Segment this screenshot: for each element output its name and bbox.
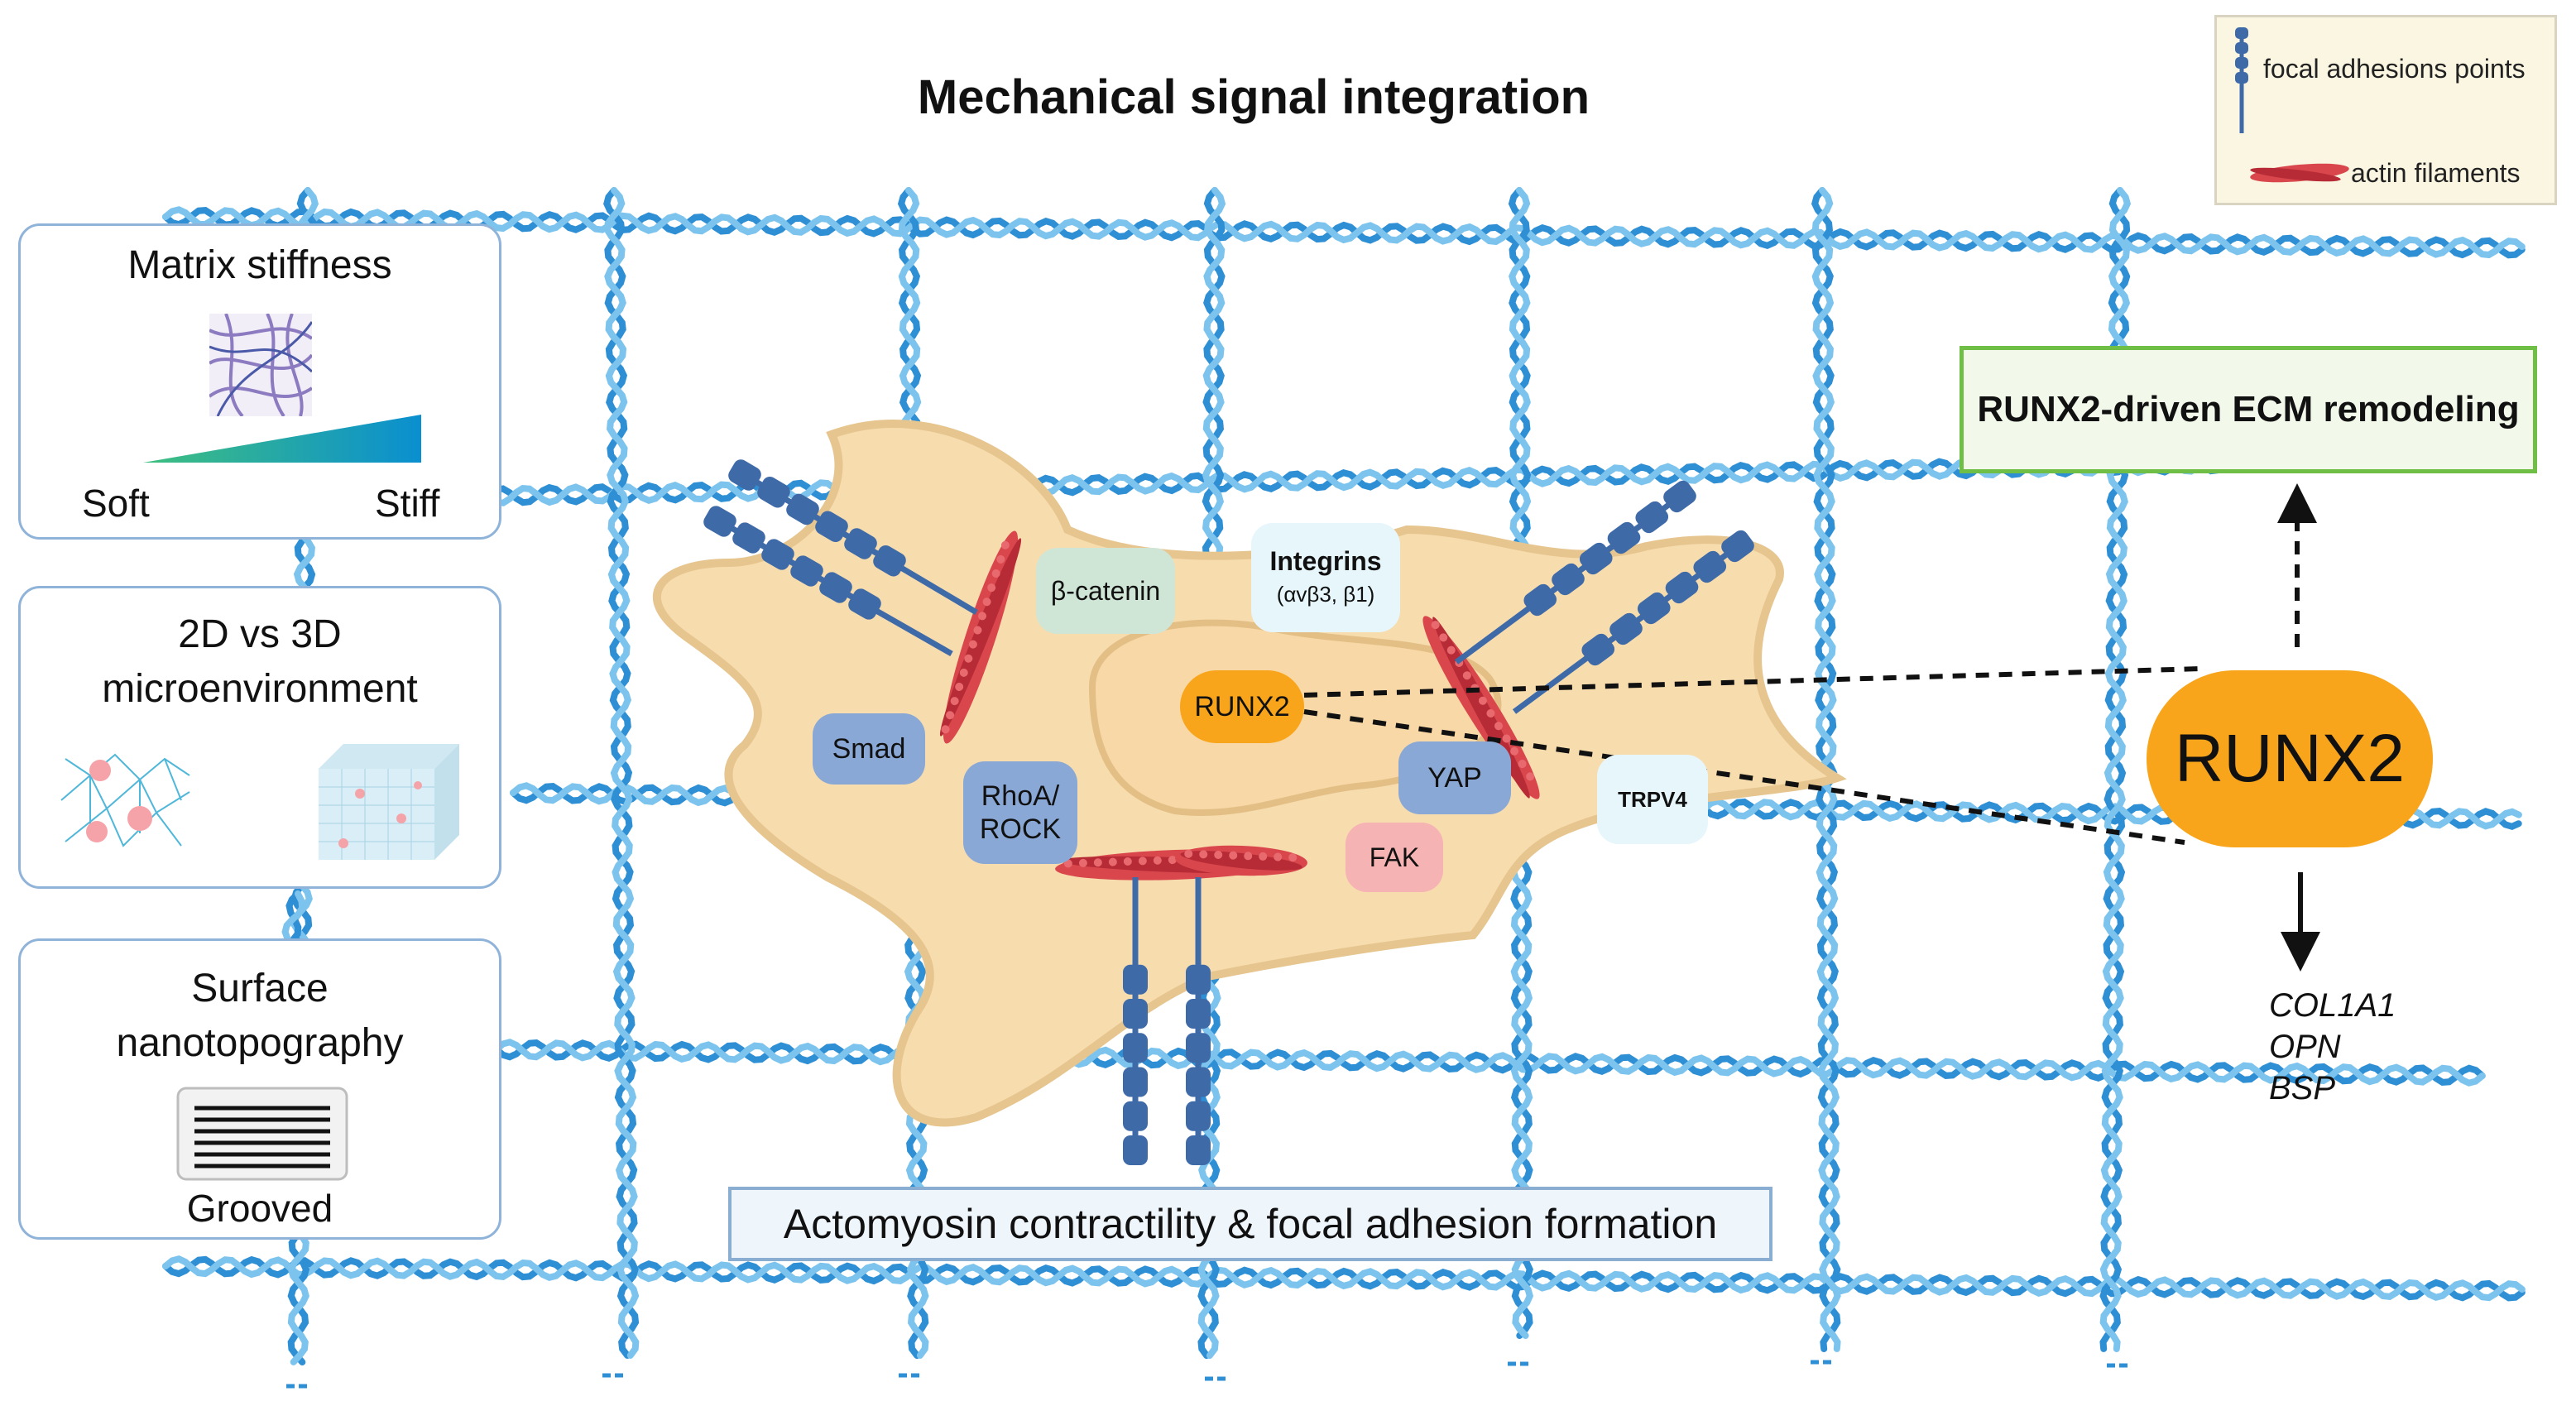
legend-focal-adhesion-label: focal adhesions points [2263,54,2526,84]
connector-runx2-to-main-top [1303,666,2202,698]
ecm-fiber-horizontal-3 [493,1039,2486,1087]
rock-label: ROCK [979,813,1062,845]
trpv4-node: TRPV4 [1597,755,1708,844]
smad-node: Smad [813,713,925,785]
integrins-node: Integrins (αvβ3, β1) [1251,523,1400,632]
actomyosin-caption-box: Actomyosin contractility & focal adhesio… [728,1187,1772,1261]
ecm-fiber-horizontal-0 [162,206,2526,259]
focal-adhesion-bottom-2 [1186,877,1211,1165]
panel-matrix-stiffness: Matrix stiffness Soft Stiff [18,223,501,540]
gene-bsp: BSP [2269,1070,2336,1106]
soft-label: Soft [82,482,150,525]
fiber-matrix-icon [209,314,312,416]
actin-filament-left [939,530,1022,744]
focal-adhesion-upper-left-2 [703,506,953,657]
legend-icons [2235,27,2349,183]
focal-adhesion-bottom-1 [1123,877,1148,1165]
diagram-title: Mechanical signal integration [917,70,1590,124]
panel-stiffness-title: Matrix stiffness [127,243,392,287]
actin-filament-bottom-right [1175,845,1307,876]
integrins-subtypes: (αvβ3, β1) [1276,582,1375,607]
panel-surface-nanotopography: Surface nanotopography Grooved [18,938,501,1240]
integrins-label: Integrins [1269,546,1382,576]
focal-adhesion-upper-right-2 [1512,530,1754,714]
connector-runx2-to-main-bottom [1303,709,2185,845]
grooved-surface-icon [176,1087,348,1181]
stiffness-gradient-wedge [143,415,421,463]
rhoa-rock-node: RhoA/ ROCK [963,761,1077,864]
fak-node: FAK [1346,823,1443,892]
runx2-nuclear-node: RUNX2 [1180,670,1304,743]
2d-culture-icon [60,753,190,847]
gene-col1a1: COL1A1 [2269,987,2396,1024]
beta-catenin-node: β-catenin [1036,548,1175,634]
focal-adhesion-upper-right-1 [1454,480,1696,665]
panel-2d-vs-3d: 2D vs 3D microenvironment [18,586,501,889]
target-gene-list: COL1A1 OPN BSP [2269,985,2396,1109]
runx2-main-node: RUNX2 [2147,670,2433,847]
panel-nano-title-line1: Surface [191,967,329,1010]
ecm-fiber-horizontal-4 [162,1255,2526,1302]
panel-2d3d-title-line1: 2D vs 3D [178,612,342,656]
legend-actin-label: actin filaments [2351,158,2521,188]
ecm-fiber-vertical-1 [603,187,640,1359]
stiff-label: Stiff [375,482,440,525]
grooved-label: Grooved [186,1187,333,1230]
gene-opn: OPN [2269,1029,2341,1065]
ecm-fiber-stub [281,890,306,943]
3d-culture-icon [319,744,459,860]
panel-nano-title-line2: nanotopography [116,1021,404,1065]
yap-node: YAP [1398,741,1511,814]
legend-box: focal adhesions points actin filaments [2214,15,2557,205]
ecm-remodeling-box: RUNX2-driven ECM remodeling [1960,346,2537,473]
panel-2d3d-title-line2: microenvironment [102,667,418,711]
focal-adhesion-upper-left-1 [728,459,978,616]
rhoa-label: RhoA/ [981,780,1060,812]
